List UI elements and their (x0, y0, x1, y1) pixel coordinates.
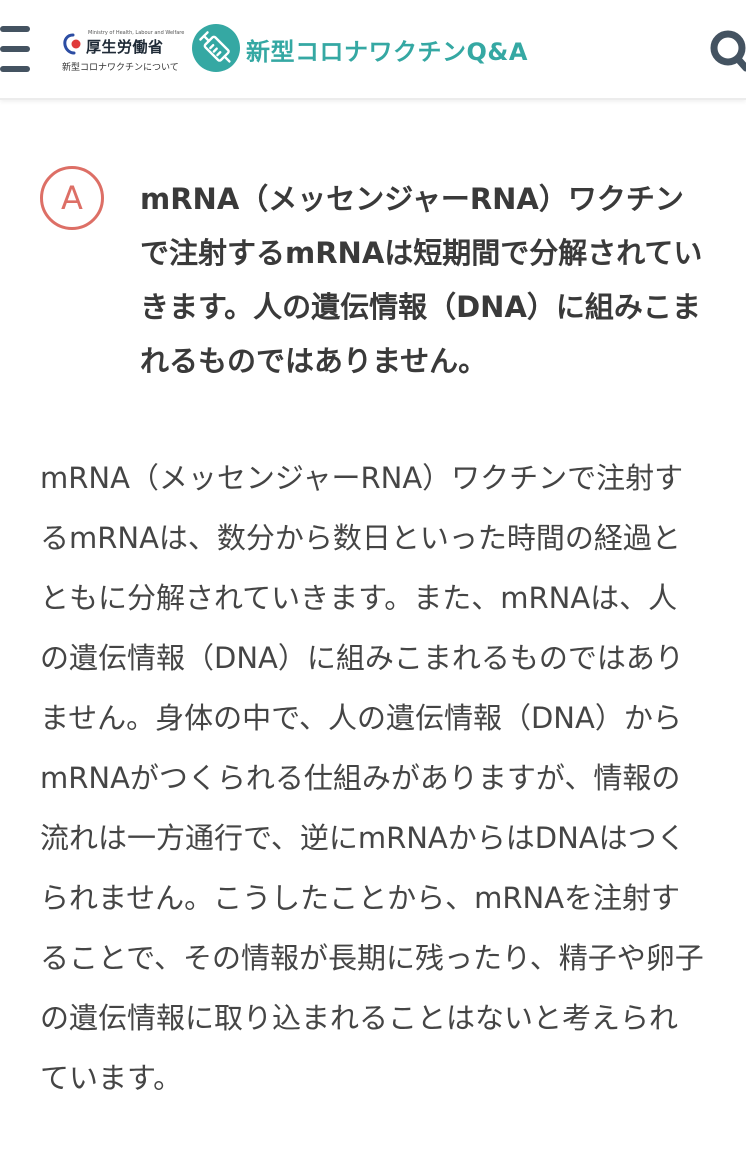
answer-detail: mRNA（メッセンジャーRNA）ワクチンで注射するmRNAは、数分から数日といっ… (40, 461, 704, 1095)
mhlw-name: 厚生労働省 (86, 38, 164, 56)
mhlw-english-name: Ministry of Health, Labour and Welfare (88, 30, 185, 36)
syringe-logo-icon (192, 24, 240, 72)
site-title: 新型コロナワクチンQ&A (246, 38, 528, 66)
search-button[interactable] (706, 28, 746, 72)
site-header: Ministry of Health, Labour and Welfare 厚… (0, 0, 746, 100)
mhlw-logo[interactable]: Ministry of Health, Labour and Welfare 厚… (62, 30, 184, 73)
mhlw-emblem-icon (63, 33, 81, 55)
mhlw-tagline: 新型コロナワクチンについて (62, 63, 179, 73)
search-icon (710, 30, 746, 72)
answer-summary: mRNA（メッセンジャーRNA）ワクチンで注射するmRNAは短期間で分解されてい… (140, 182, 703, 378)
hamburger-menu-icon[interactable] (0, 26, 30, 74)
answer-badge: A (40, 166, 104, 230)
